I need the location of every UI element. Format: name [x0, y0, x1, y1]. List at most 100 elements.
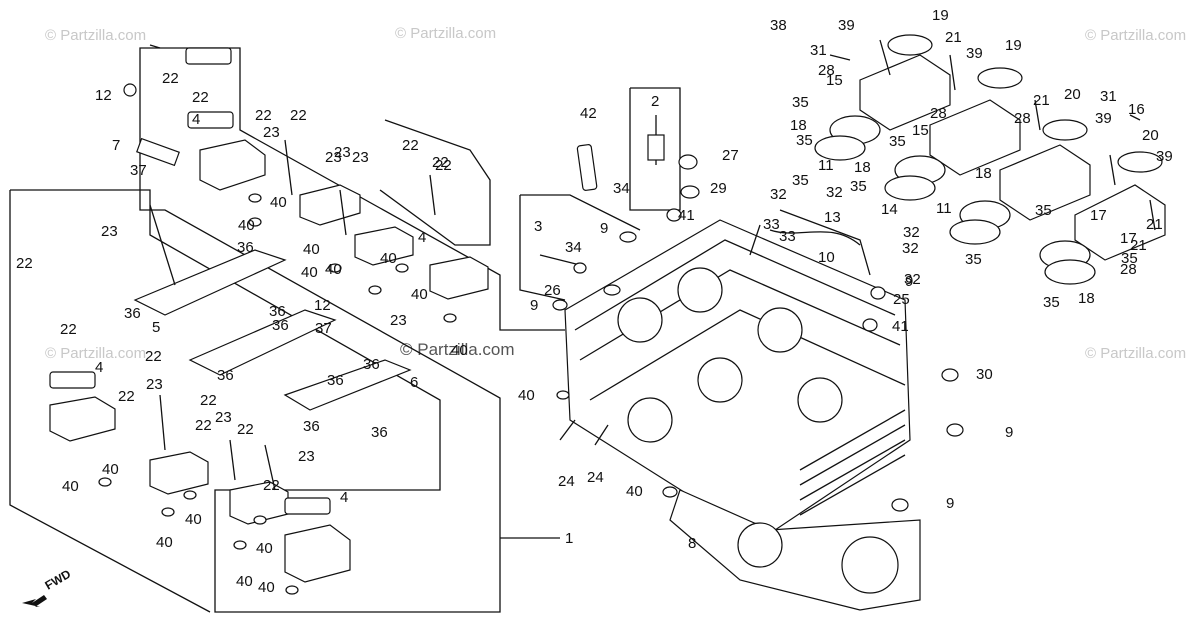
left-head-group [9, 44, 565, 613]
callout-22: 22 [192, 89, 209, 106]
callout-40: 40 [258, 579, 275, 596]
callout-39: 39 [1156, 148, 1173, 165]
callout-32: 32 [903, 224, 920, 241]
callout-4: 4 [192, 111, 200, 128]
callout-35: 35 [965, 251, 982, 268]
callout-34: 34 [613, 180, 630, 197]
callout-36: 36 [371, 424, 388, 441]
callout-28: 28 [1120, 261, 1137, 278]
callout-22: 22 [255, 107, 272, 124]
callout-22: 22 [195, 417, 212, 434]
callout-36: 36 [272, 317, 289, 334]
callout-15: 15 [826, 72, 843, 89]
callout-17: 17 [1090, 207, 1107, 224]
callout-40: 40 [380, 250, 397, 267]
callout-35: 35 [1121, 250, 1138, 267]
callout-22: 22 [435, 157, 452, 174]
callout-23: 23 [215, 409, 232, 426]
callout-8: 8 [688, 535, 696, 552]
callout-19: 19 [1005, 37, 1022, 54]
watermark-mid-left: © Partzilla.com [45, 345, 146, 362]
callout-9: 9 [600, 220, 608, 237]
callout-40: 40 [451, 342, 468, 359]
callout-38: 38 [770, 17, 787, 34]
callout-22: 22 [290, 107, 307, 124]
callout-21: 21 [1033, 92, 1050, 109]
fwd-label: FWD [43, 567, 74, 593]
callout-35: 35 [889, 133, 906, 150]
callout-22: 22 [263, 477, 280, 494]
callout-32: 32 [826, 184, 843, 201]
callout-37: 37 [130, 162, 147, 179]
callout-32: 32 [770, 186, 787, 203]
callout-18: 18 [854, 159, 871, 176]
callout-16: 16 [1128, 101, 1145, 118]
callout-35: 35 [796, 132, 813, 149]
callout-4: 4 [340, 489, 348, 506]
callout-23: 23 [334, 144, 351, 161]
callout-36: 36 [237, 239, 254, 256]
callout-29: 29 [710, 180, 727, 197]
callout-2: 2 [651, 93, 659, 110]
intake-group [814, 34, 1166, 285]
callout-9: 9 [946, 495, 954, 512]
callout-37: 37 [315, 320, 332, 337]
callout-32: 32 [902, 240, 919, 257]
callout-22: 22 [162, 70, 179, 87]
watermark-top-center: © Partzilla.com [395, 25, 496, 42]
callout-36: 36 [363, 356, 380, 373]
callout-21: 21 [1146, 216, 1163, 233]
callout-19: 19 [932, 7, 949, 24]
callout-23: 23 [263, 124, 280, 141]
callout-23: 23 [146, 376, 163, 393]
callout-20: 20 [1142, 127, 1159, 144]
callout-6: 6 [410, 374, 418, 391]
callout-24: 24 [558, 473, 575, 490]
callout-22: 22 [432, 154, 449, 171]
callout-40: 40 [626, 483, 643, 500]
callout-41: 41 [892, 318, 909, 335]
callout-22: 22 [402, 137, 419, 154]
callout-23: 23 [352, 149, 369, 166]
callout-18: 18 [1078, 290, 1095, 307]
callout-40: 40 [156, 534, 173, 551]
callout-39: 39 [838, 17, 855, 34]
callout-34: 34 [565, 239, 582, 256]
callout-4: 4 [418, 229, 426, 246]
callout-40: 40 [236, 573, 253, 590]
callout-28: 28 [1014, 110, 1031, 127]
callout-17: 17 [1120, 230, 1137, 247]
callout-36: 36 [327, 372, 344, 389]
callout-23: 23 [390, 312, 407, 329]
callout-32: 32 [904, 271, 921, 288]
watermark-top-right: © Partzilla.com [1085, 27, 1186, 44]
callout-9: 9 [1005, 424, 1013, 441]
callout-40: 40 [411, 286, 428, 303]
callout-15: 15 [912, 122, 929, 139]
callout-31: 31 [1100, 88, 1117, 105]
callout-21: 21 [1130, 237, 1147, 254]
callout-10: 10 [818, 249, 835, 266]
callout-35: 35 [1035, 202, 1052, 219]
callout-35: 35 [1043, 294, 1060, 311]
callout-28: 28 [930, 105, 947, 122]
callout-14: 14 [881, 201, 898, 218]
callout-40: 40 [256, 540, 273, 557]
callout-40: 40 [185, 511, 202, 528]
callout-13: 13 [824, 209, 841, 226]
callout-18: 18 [975, 165, 992, 182]
callout-36: 36 [303, 418, 320, 435]
callout-42: 42 [580, 105, 597, 122]
callout-33: 33 [763, 216, 780, 233]
callout-36: 36 [269, 303, 286, 320]
callout-22: 22 [118, 388, 135, 405]
callout-40: 40 [102, 461, 119, 478]
callout-18: 18 [790, 117, 807, 134]
callout-1: 1 [565, 530, 573, 547]
callout-39: 39 [966, 45, 983, 62]
callout-31: 31 [810, 42, 827, 59]
callout-22: 22 [237, 421, 254, 438]
callout-40: 40 [303, 241, 320, 258]
